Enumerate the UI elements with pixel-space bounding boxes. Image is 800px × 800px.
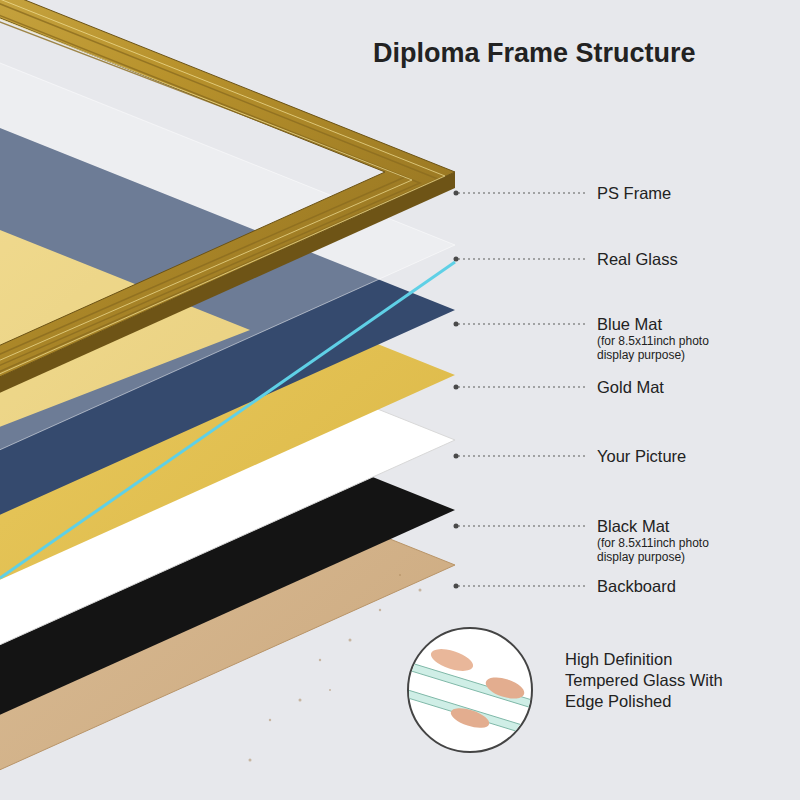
part-name: PS Frame bbox=[597, 183, 777, 203]
cork-texture bbox=[249, 574, 422, 762]
inset-circle bbox=[408, 628, 532, 752]
part-name: Your Picture bbox=[597, 446, 777, 466]
frame-highlight bbox=[0, 0, 445, 527]
part-note: (for 8.5x11inch photo display purpose) bbox=[597, 536, 735, 564]
part-name: Real Glass bbox=[597, 249, 777, 269]
part-note: (for 8.5x11inch photo display purpose) bbox=[597, 334, 735, 362]
ps-frame bbox=[0, 0, 455, 532]
glass-edge-photo bbox=[408, 645, 532, 736]
inset-caption: High Definition Tempered Glass With Edge… bbox=[565, 649, 743, 712]
frame-moulding bbox=[0, 0, 438, 523]
glass-edge bbox=[0, 262, 455, 578]
leader-dots bbox=[454, 191, 459, 589]
part-name: Gold Mat bbox=[597, 377, 777, 397]
part-name: Blue Mat bbox=[597, 314, 777, 334]
leader-lines bbox=[458, 193, 585, 586]
part-name: Black Mat bbox=[597, 516, 777, 536]
part-name: Backboard bbox=[597, 576, 777, 596]
frame-side bbox=[0, 172, 455, 548]
diagram-title: Diploma Frame Structure bbox=[373, 38, 696, 69]
